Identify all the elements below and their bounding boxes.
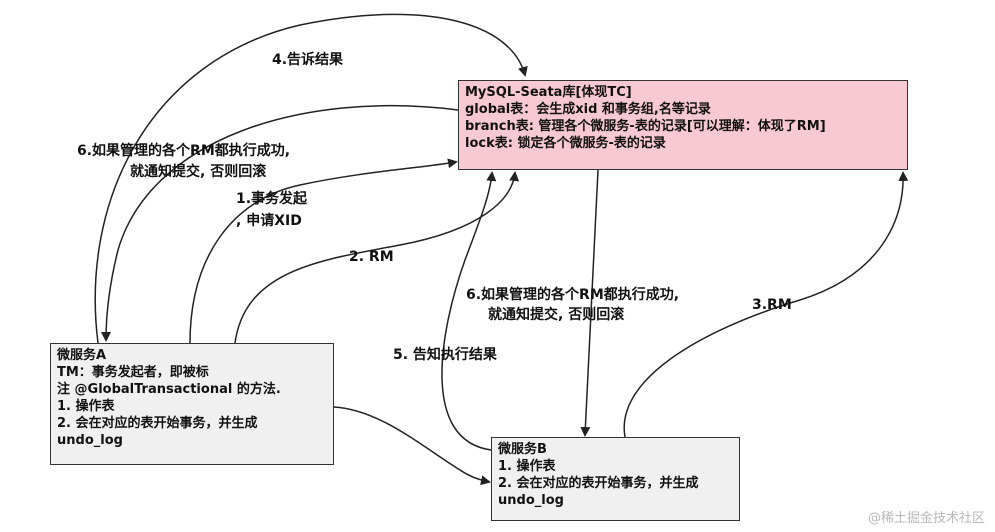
tc-title: MySQL-Seata库[体现TC] <box>465 85 632 100</box>
arrow-a-to-b <box>333 406 491 486</box>
service-b-title: 微服务B <box>498 442 547 457</box>
arrow-rm-a <box>234 171 520 344</box>
arrow-start-tx <box>189 158 458 344</box>
service-a-step-2: 2. 会在对应的表开始事务，并生成 <box>57 416 258 431</box>
arrow-commit-mid <box>580 169 599 437</box>
label-start-tx-1: 1.事务发起 <box>236 191 308 207</box>
service-b-step-2: 2. 会在对应的表开始事务，并生成 <box>498 476 699 491</box>
service-b-step-1: 1. 操作表 <box>498 459 556 474</box>
service-a-annotation: 注 @GlobalTransactional 的方法. <box>57 382 281 397</box>
service-a-step-1: 1. 操作表 <box>57 399 115 414</box>
tc-lock-table: lock表: 锁定各个微服务-表的记录 <box>465 136 666 151</box>
tc-global-table: global表：会生成xid 和事务组,名等记录 <box>465 102 711 117</box>
service-a-title: 微服务A <box>57 348 107 363</box>
service-a-tm: TM：事务发起者，即被标 <box>57 365 209 380</box>
arrow-commit-left <box>101 104 459 342</box>
tc-branch-table: branch表: 管理各个微服务-表的记录[可以理解：体现了RM] <box>465 119 826 134</box>
label-commit-mid-2: 就通知提交, 否则回滚 <box>488 307 625 323</box>
service-a-box: 微服务A TM：事务发起者，即被标 注 @GlobalTransactional… <box>50 343 334 465</box>
watermark: @稀土掘金技术社区 <box>867 511 985 526</box>
label-commit-left-2: 就通知提交, 否则回滚 <box>130 164 267 180</box>
label-report-result: 5. 告知执行结果 <box>393 347 497 363</box>
label-rm-a: 2. RM <box>349 249 394 265</box>
service-a-undo-log: undo_log <box>57 433 123 448</box>
service-b-box: 微服务B 1. 操作表 2. 会在对应的表开始事务，并生成 undo_log <box>491 437 740 521</box>
label-commit-left-1: 6.如果管理的各个RM都执行成功, <box>77 143 291 159</box>
arrow-notify-result <box>94 13 528 344</box>
label-start-tx-2: , 申请XID <box>236 213 302 229</box>
label-notify-result: 4.告诉结果 <box>272 52 344 68</box>
arrow-report-result <box>441 171 497 451</box>
seata-tc-box: MySQL-Seata库[体现TC] global表：会生成xid 和事务组,名… <box>458 80 908 170</box>
label-rm-b: 3.RM <box>752 297 792 313</box>
arrow-rm-b <box>623 171 909 438</box>
service-b-undo-log: undo_log <box>498 493 564 508</box>
label-commit-mid-1: 6.如果管理的各个RM都执行成功, <box>466 287 680 303</box>
